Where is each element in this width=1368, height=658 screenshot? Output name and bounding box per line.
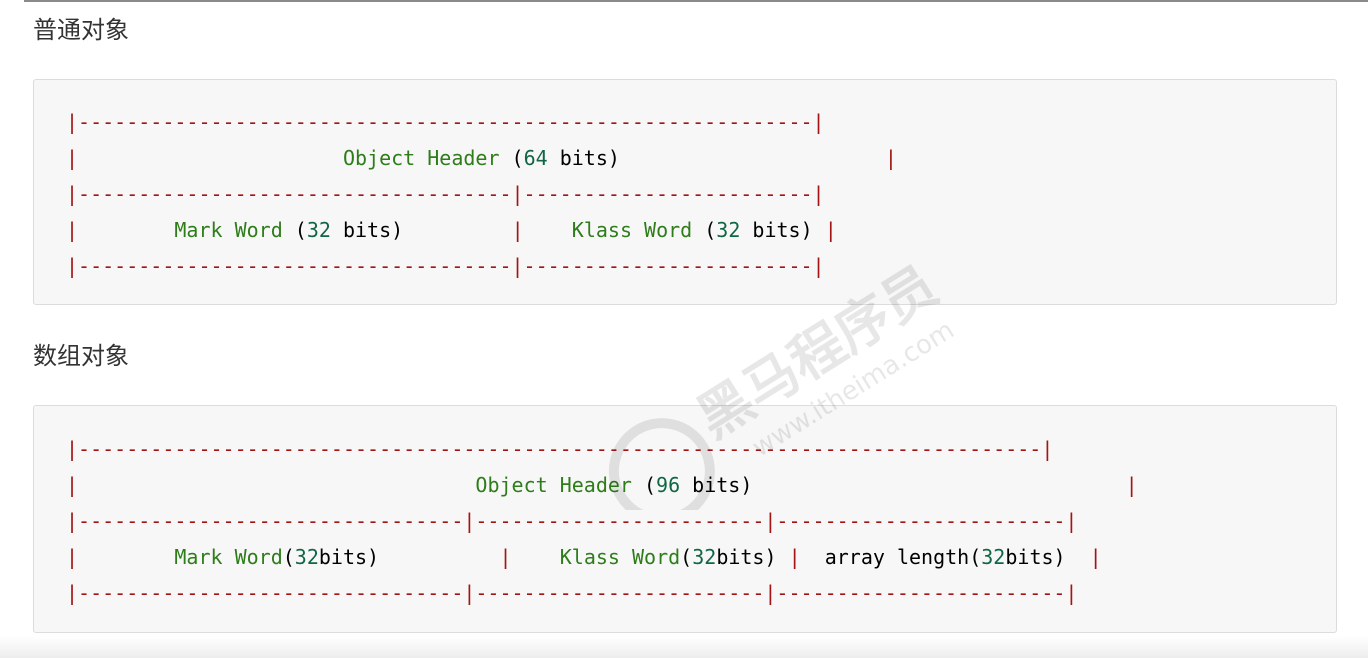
- code-token: [620, 146, 885, 170]
- code-token: |---------------------------------------…: [66, 437, 1054, 461]
- code-token: 32: [692, 545, 717, 569]
- code-token: [801, 545, 825, 569]
- code-block-array-object: [33, 405, 1337, 633]
- code-token: bits): [740, 218, 813, 242]
- code-token: |: [66, 218, 79, 242]
- footer-fade: [0, 636, 1368, 658]
- code-line: |------------------------------------|--…: [66, 176, 897, 212]
- code-token: [524, 218, 572, 242]
- code-token: Klass Word: [559, 545, 681, 569]
- code-line: |---------------------------------------…: [66, 104, 897, 140]
- code-token: (: [680, 545, 693, 569]
- section-heading-array-object: 数组对象: [33, 342, 129, 370]
- code-token: |: [884, 146, 897, 170]
- code-block-plain-object: [33, 79, 1337, 305]
- code-token: bits): [547, 146, 620, 170]
- code-array-object: |---------------------------------------…: [66, 431, 1138, 611]
- code-token: bits): [318, 545, 380, 569]
- code-plain-object: |---------------------------------------…: [66, 104, 897, 284]
- section-heading-plain-object: 普通对象: [33, 16, 129, 44]
- code-token: [752, 473, 1125, 497]
- code-token: 64: [523, 146, 548, 170]
- code-line: | Object Header (96 bits) |: [66, 467, 1138, 503]
- code-token: Object Header: [475, 473, 632, 497]
- code-token: [78, 146, 343, 170]
- code-token: (: [631, 473, 657, 497]
- top-divider: [24, 0, 1368, 2]
- code-token: |: [511, 218, 524, 242]
- code-line: |--------------------------------|------…: [66, 575, 1138, 611]
- code-token: 32: [716, 218, 741, 242]
- code-token: |: [66, 545, 79, 569]
- code-token: |: [1089, 545, 1102, 569]
- code-token: [78, 218, 174, 242]
- code-token: 32: [294, 545, 319, 569]
- code-token: array length(: [824, 545, 982, 569]
- code-token: [777, 545, 789, 569]
- code-line: | Mark Word(32bits) | Klass Word(32bits)…: [66, 539, 1138, 575]
- code-token: |: [824, 218, 837, 242]
- code-token: Mark Word: [174, 545, 283, 569]
- code-token: [379, 545, 499, 569]
- code-token: [403, 218, 511, 242]
- code-token: (: [282, 218, 307, 242]
- code-token: bits): [680, 473, 753, 497]
- code-token: Klass Word: [571, 218, 693, 242]
- code-line: |--------------------------------|------…: [66, 503, 1138, 539]
- code-token: 32: [981, 545, 1006, 569]
- code-line: |---------------------------------------…: [66, 431, 1138, 467]
- code-token: |: [788, 545, 801, 569]
- code-token: |------------------------------------|--…: [66, 254, 825, 278]
- code-token: bits): [716, 545, 777, 569]
- code-token: [1066, 545, 1090, 569]
- code-token: [512, 545, 560, 569]
- code-token: [78, 545, 174, 569]
- code-token: 96: [656, 473, 681, 497]
- code-token: (: [282, 545, 295, 569]
- code-token: |: [66, 146, 79, 170]
- code-token: |--------------------------------|------…: [66, 581, 1078, 605]
- code-token: Mark Word: [174, 218, 283, 242]
- code-token: |: [499, 545, 512, 569]
- code-token: (: [692, 218, 717, 242]
- code-token: bits): [330, 218, 404, 242]
- code-token: Object Header: [342, 146, 500, 170]
- code-line: |------------------------------------|--…: [66, 248, 897, 284]
- code-token: 32: [306, 218, 331, 242]
- code-token: bits): [1005, 545, 1066, 569]
- code-token: |---------------------------------------…: [66, 110, 825, 134]
- code-token: |------------------------------------|--…: [66, 182, 825, 206]
- code-token: |: [1125, 473, 1138, 497]
- code-token: (: [499, 146, 524, 170]
- code-line: | Mark Word (32 bits) | Klass Word (32 b…: [66, 212, 897, 248]
- code-token: |: [66, 473, 79, 497]
- code-line: | Object Header (64 bits) |: [66, 140, 897, 176]
- code-token: [813, 218, 825, 242]
- code-token: |--------------------------------|------…: [66, 509, 1078, 533]
- code-token: [78, 473, 475, 497]
